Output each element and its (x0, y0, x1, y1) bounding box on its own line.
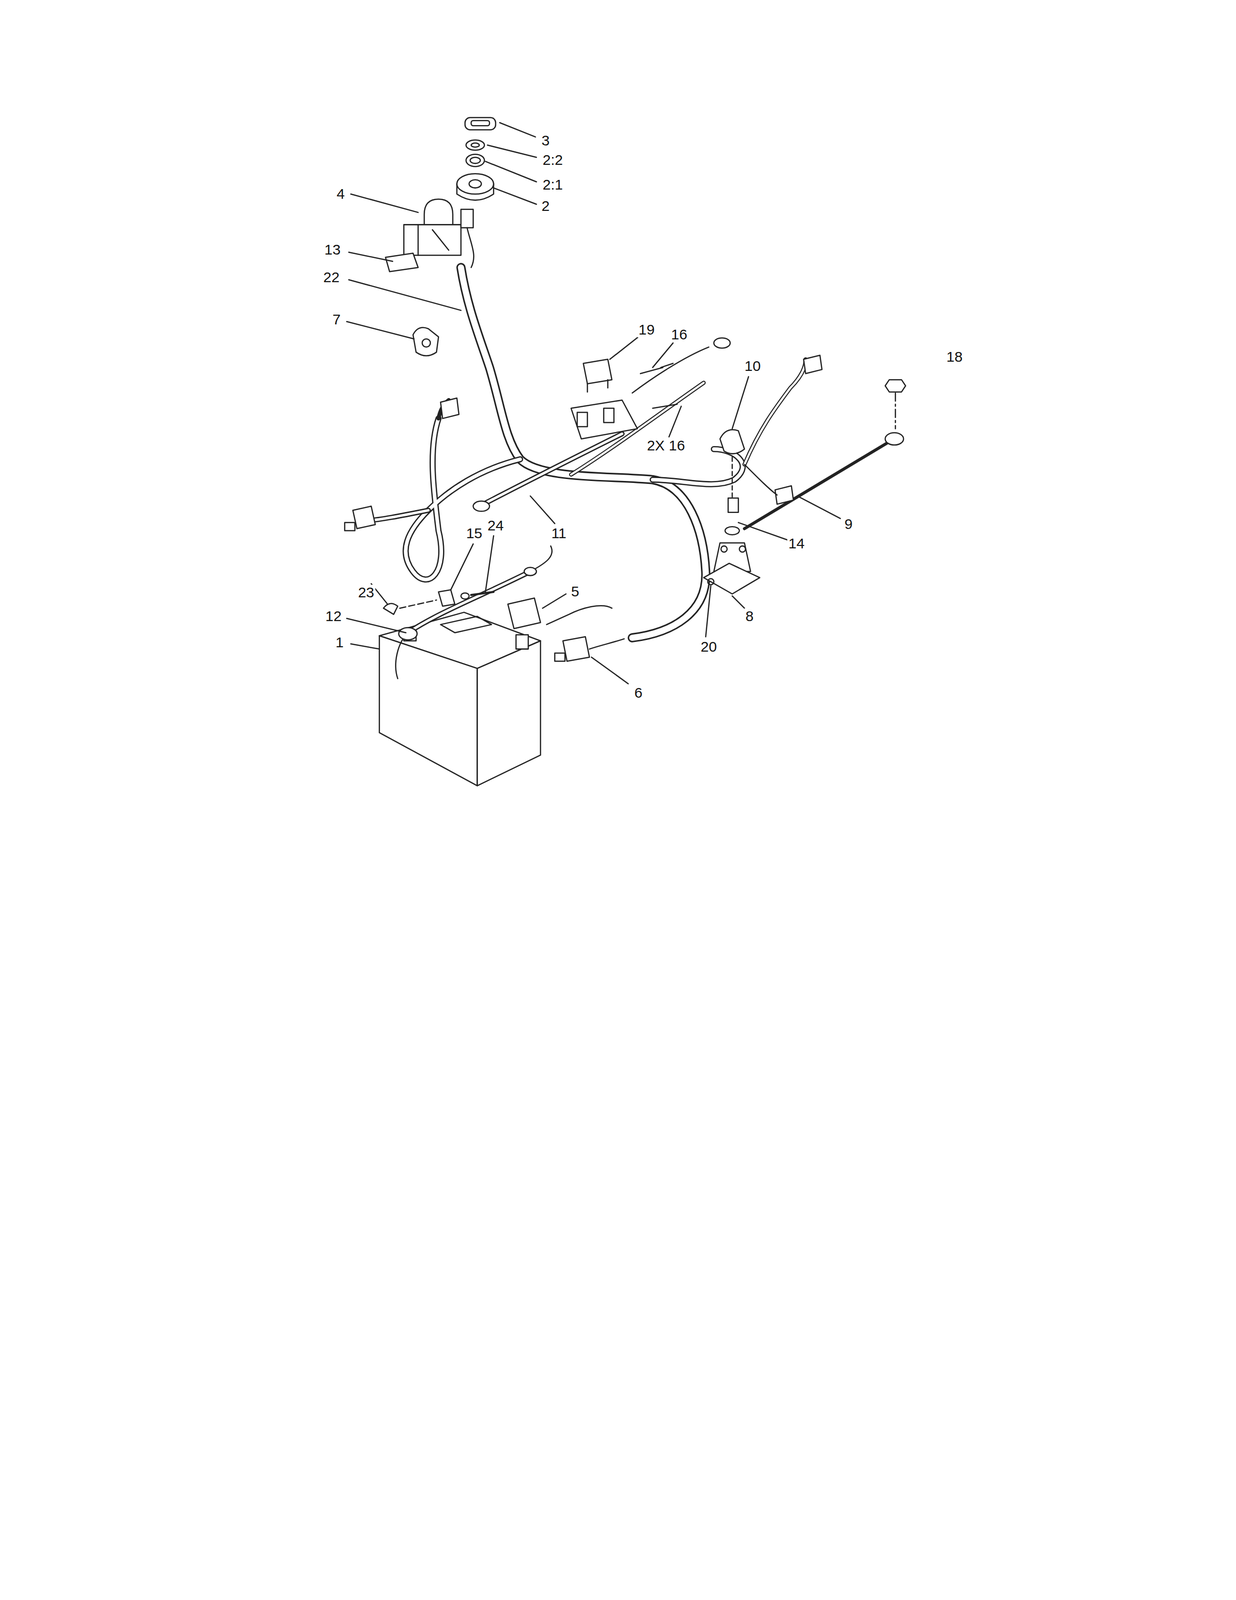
battery-cable (383, 545, 553, 679)
callout-number: 2:1 (541, 176, 564, 193)
relay-block (570, 337, 730, 439)
callout-number: 18 (945, 348, 964, 365)
callout-number: 22 (322, 269, 341, 286)
callout-number: 12 (324, 608, 343, 624)
key-and-nut (457, 117, 496, 200)
callout-number: 6 (633, 684, 644, 701)
callout-number: 2:2 (541, 152, 564, 168)
callout-number: 4 (335, 186, 346, 202)
callout-number: 9 (843, 516, 854, 532)
battery (379, 612, 541, 786)
callout-number: 23 (357, 584, 376, 601)
callout-number: 1 (334, 634, 345, 650)
ignition-switch (385, 199, 474, 272)
callout-number: 8 (744, 608, 755, 624)
solenoid (703, 429, 761, 594)
callout-number: 11 (550, 525, 568, 541)
callout-number: 16 (670, 326, 689, 343)
parts-drawing (344, 117, 906, 786)
callout-number: 15 (465, 525, 484, 541)
callout-number: 10 (743, 358, 762, 374)
callout-number: 7 (331, 311, 342, 328)
callout-number: 20 (699, 638, 718, 655)
callout-number: 24 (486, 517, 505, 534)
cable (473, 433, 622, 512)
clip (412, 327, 439, 356)
leader-lines (346, 122, 840, 684)
callout-number: 14 (787, 535, 806, 552)
cable (744, 379, 906, 529)
connectors (344, 355, 823, 662)
harness (366, 267, 806, 638)
callout-number: 19 (637, 321, 656, 338)
callout-number: 2 (540, 198, 551, 214)
callout-number: 5 (570, 583, 581, 600)
callout-number: 3 (540, 132, 551, 149)
callout-number: 13 (323, 241, 342, 258)
callout-number: 2X 16 (646, 437, 686, 454)
